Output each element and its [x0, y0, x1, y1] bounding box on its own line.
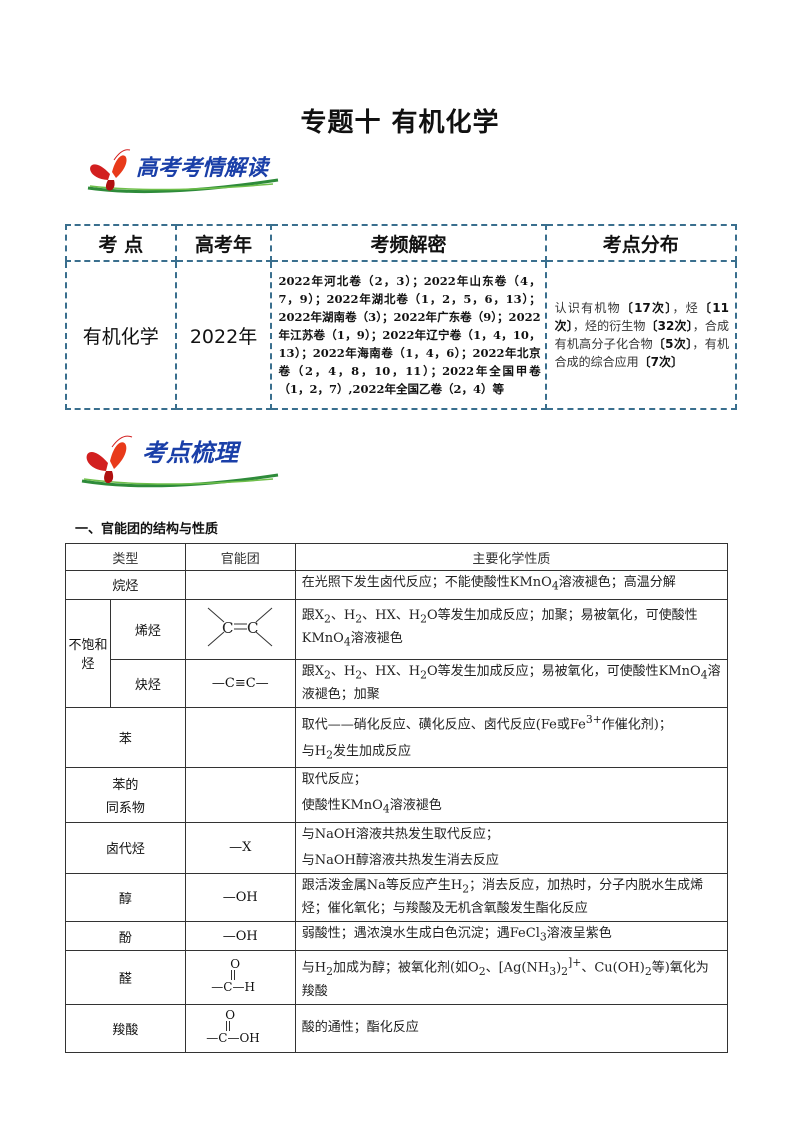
type-benzene-homolog: 苯的同系物 — [65, 767, 186, 823]
overview-header-year: 高考年 — [174, 224, 273, 262]
group-halide: —X — [184, 821, 296, 874]
table-row: 炔烃 —C≡C— 跟X2、H2、HX、H2O等发生加成反应；易被氧化，可使酸性K… — [66, 658, 729, 709]
props-halide: 与NaOH溶液共热发生取代反应；与NaOH醇溶液共热发生消去反应 — [294, 821, 729, 874]
butterfly-icon — [87, 149, 279, 194]
props-aldehyde: 与H2加成为醇；被氧化剂(如O2、[Ag(NH3)2]+、Cu(OH)2等)氧化… — [294, 949, 729, 1005]
banner-key-points: 考点梳理 — [78, 425, 288, 497]
type-benzene: 苯 — [65, 707, 186, 769]
table-row: 酚 —OH 弱酸性；遇浓溴水生成白色沉淀；遇FeCl3溶液呈紫色 — [65, 921, 729, 951]
props-benzene: 取代——硝化反应、磺化反应、卤代反应(Fe或Fe3+作催化剂)；与H2发生加成反… — [294, 707, 729, 769]
table-header-row: 类型 官能团 主要化学性质 — [65, 543, 729, 571]
type-alcohol: 醇 — [65, 872, 186, 923]
type-alkene: 烯烃 — [109, 598, 186, 660]
svg-text:C: C — [222, 619, 233, 637]
type-halide: 卤代烃 — [65, 821, 186, 874]
group-alkene: C C — [184, 598, 296, 660]
table-row: 苯的同系物 取代反应；使酸性KMnO4溶液褪色 — [65, 767, 729, 823]
exam-overview-table: 考 点 高考年 考频解密 考点分布 有机化学 2022年 2022年河北卷（2，… — [65, 224, 738, 410]
butterfly-icon — [81, 435, 279, 488]
type-unsaturated: 不饱和烃 — [65, 598, 111, 709]
table-row: 苯 取代——硝化反应、磺化反应、卤代反应(Fe或Fe3+作催化剂)；与H2发生加… — [65, 707, 729, 769]
type-alkane: 烷烃 — [65, 570, 186, 600]
group-alcohol: —OH — [184, 872, 296, 923]
table-row: 羧酸 O —C—OH 酸的通性；酯化反应 — [65, 1003, 729, 1053]
overview-header-distribution: 考点分布 — [544, 224, 738, 262]
table-row: 卤代烃 —X 与NaOH溶液共热发生取代反应；与NaOH醇溶液共热发生消去反应 — [65, 821, 729, 874]
group-benzene — [184, 707, 296, 769]
table-row: 醇 —OH 跟活泼金属Na等反应产生H2；消去反应，加热时，分子内脱水生成烯烃；… — [65, 872, 729, 923]
type-alkyne: 炔烃 — [109, 658, 186, 709]
overview-distribution: 认识有机物〔17次〕，烃〔11次〕，烃的衍生物〔32次〕，合成有机高分子化合物〔… — [544, 260, 738, 410]
group-carboxylic-acid: O —C—OH — [184, 1003, 296, 1053]
props-carboxylic-acid: 酸的通性；酯化反应 — [294, 1003, 729, 1053]
group-benzene-homolog — [184, 767, 296, 823]
group-alkyne: —C≡C— — [184, 658, 296, 709]
props-phenol: 弱酸性；遇浓溴水生成白色沉淀；遇FeCl3溶液呈紫色 — [294, 921, 729, 951]
banner-exam-analysis: 高考考情解读 — [78, 140, 288, 202]
type-carboxylic-acid: 羧酸 — [65, 1003, 186, 1053]
section-heading: 一、官能团的结构与性质 — [75, 522, 219, 537]
svg-text:C: C — [247, 619, 258, 637]
props-alkyne: 跟X2、H2、HX、H2O等发生加成反应；易被氧化，可使酸性KMnO4溶液褪色；… — [294, 658, 729, 709]
props-alcohol: 跟活泼金属Na等反应产生H2；消去反应，加热时，分子内脱水生成烯烃；催化氧化；与… — [294, 872, 729, 923]
table-row: 醛 O —C—H 与H2加成为醇；被氧化剂(如O2、[Ag(NH3)2]+、Cu… — [65, 949, 729, 1005]
overview-header-topic: 考 点 — [65, 224, 177, 262]
header-props: 主要化学性质 — [294, 543, 729, 571]
overview-header-row: 考 点 高考年 考频解密 考点分布 — [65, 224, 738, 262]
group-phenol: —OH — [184, 921, 296, 951]
type-aldehyde: 醛 — [65, 949, 186, 1005]
props-benzene-homolog: 取代反应；使酸性KMnO4溶液褪色 — [294, 767, 729, 823]
overview-row: 有机化学 2022年 2022年河北卷（2，3）；2022年山东卷（4，7，9）… — [65, 260, 738, 410]
overview-frequency: 2022年河北卷（2，3）；2022年山东卷（4，7，9）；2022年湖北卷（1… — [270, 260, 547, 410]
props-alkane: 在光照下发生卤代反应；不能使酸性KMnO4溶液褪色；高温分解 — [294, 570, 729, 600]
overview-year: 2022年 — [174, 260, 273, 410]
group-alkane — [184, 570, 296, 600]
overview-topic: 有机化学 — [65, 260, 177, 410]
banner-exam-analysis-text: 高考考情解读 — [136, 155, 269, 181]
group-aldehyde: O —C—H — [184, 949, 296, 1005]
page-title: 专题十 有机化学 — [300, 108, 500, 138]
type-phenol: 酚 — [65, 921, 186, 951]
banner-key-points-text: 考点梳理 — [142, 438, 238, 467]
functional-group-table: 类型 官能团 主要化学性质 烷烃 在光照下发生卤代反应；不能使酸性KMnO4溶液… — [65, 543, 729, 1053]
header-type: 类型 — [65, 543, 186, 571]
header-group: 官能团 — [184, 543, 296, 571]
table-row: 烷烃 在光照下发生卤代反应；不能使酸性KMnO4溶液褪色；高温分解 — [65, 570, 729, 600]
table-row: 不饱和烃 烯烃 C C 跟X2、H2、HX、H2O等发生加成反应；加聚；易被氧化… — [65, 598, 729, 709]
props-alkene: 跟X2、H2、HX、H2O等发生加成反应；加聚；易被氧化，可使酸性KMnO4溶液… — [294, 598, 729, 660]
alkene-structure-icon: C C — [207, 607, 273, 647]
overview-header-frequency: 考频解密 — [270, 224, 547, 262]
